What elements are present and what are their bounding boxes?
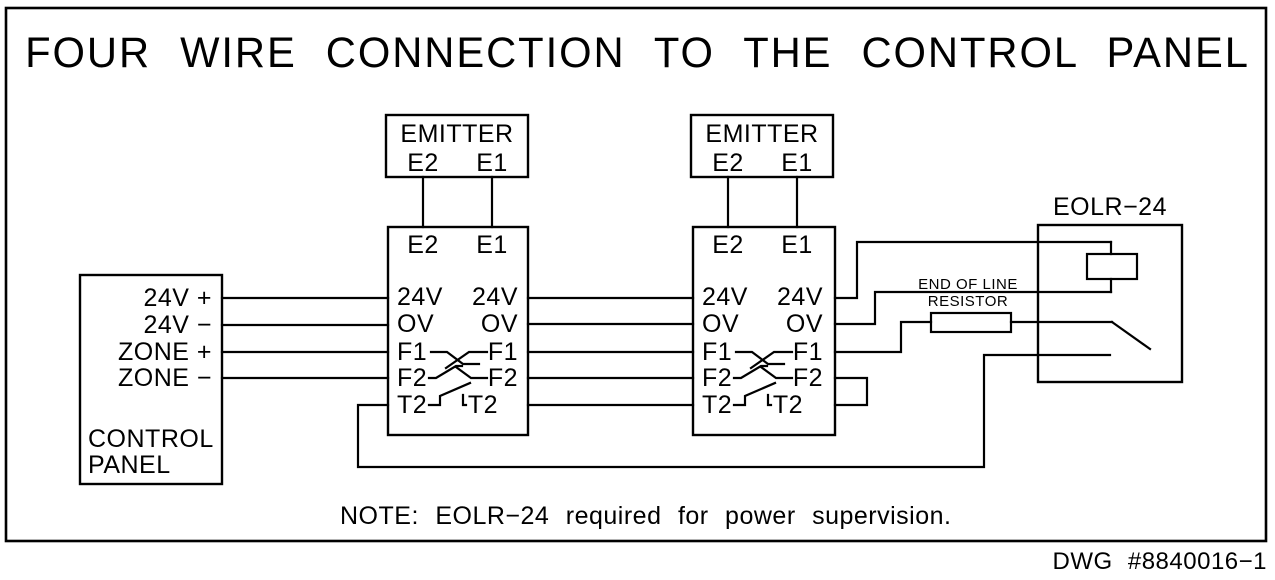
eolr-caption-line1: END OF LINE [918,276,1018,293]
receiver2-right-f1: F1 [792,338,823,366]
receiver2-left-f1: F1 [702,338,733,366]
receiver1-left-t2: T2 [397,391,428,419]
panel-terminal-24v-plus: 24V + [143,284,212,312]
emitter1-terminal-e1: E1 [476,149,508,177]
receiver2-left-f2: F2 [702,364,733,392]
emitter2-title: EMITTER [705,120,819,148]
contact-symbol-1 [427,350,489,407]
emitter1-terminal-e2: E2 [407,149,439,177]
emitter-box-1 [384,113,530,179]
receiver1-left-f2: F2 [397,364,428,392]
drawing-border [4,6,1268,543]
dwg-number: DWG #8840016−1 [1052,548,1267,575]
wire-f1-to-resistor [833,320,933,354]
switch-blade [1110,320,1152,351]
wire-ov-to-eolr [833,290,1113,326]
receiver2-right-ov: OV [785,310,823,338]
receiver1-left-24v: 24V [397,283,443,311]
receiver2-right-t2: T2 [772,391,803,419]
receiver2-right-24v: 24V [777,283,823,311]
panel-terminal-24v-minus: 24V − [143,311,212,339]
emitter-box-2 [689,113,835,179]
wire-t2-supervision [356,353,1112,469]
wire-24v-to-eolr [833,240,1113,300]
contact-symbol-2 [732,350,794,407]
wire-f2-t2-jumper [833,376,869,407]
emitter2-terminal-e1: E1 [781,149,813,177]
eolr-box [1036,223,1184,384]
control-panel-name-line1: CONTROL [88,425,214,453]
receiver1-right-24v: 24V [472,283,518,311]
receiver2-left-ov: OV [702,310,740,338]
receiver-box-1 [386,225,530,437]
panel-terminal-zone-plus: ZONE + [118,338,212,366]
receiver1-terminal-e1: E1 [476,231,508,259]
receiver1-right-f2: F2 [487,364,518,392]
receiver2-terminal-e1: E1 [781,231,813,259]
eolr-caption-line2: RESISTOR [927,293,1009,310]
receiver-box-2 [691,225,837,437]
relay-coil [1085,252,1139,281]
receiver2-left-t2: T2 [702,391,733,419]
emitter2-terminal-e2: E2 [712,149,744,177]
receiver1-right-t2: T2 [467,391,498,419]
receiver1-right-ov: OV [480,310,518,338]
receiver1-terminal-e2: E2 [407,231,439,259]
receiver2-terminal-e2: E2 [712,231,744,259]
panel-terminal-zone-minus: ZONE − [118,364,212,392]
drawing-title: FOUR WIRE CONNECTION TO THE CONTROL PANE… [25,29,1250,77]
receiver2-right-f2: F2 [792,364,823,392]
note-text: NOTE: EOLR−24 required for power supervi… [340,502,952,530]
receiver1-right-f1: F1 [487,338,518,366]
control-panel-name-line2: PANEL [88,451,171,479]
emitter1-title: EMITTER [400,120,514,148]
resistor-symbol [929,311,1013,334]
eolr-title: EOLR−24 [1053,193,1167,221]
receiver2-left-24v: 24V [702,283,748,311]
receiver1-left-f1: F1 [397,338,428,366]
receiver1-left-ov: OV [397,310,435,338]
control-panel-box [78,273,224,486]
